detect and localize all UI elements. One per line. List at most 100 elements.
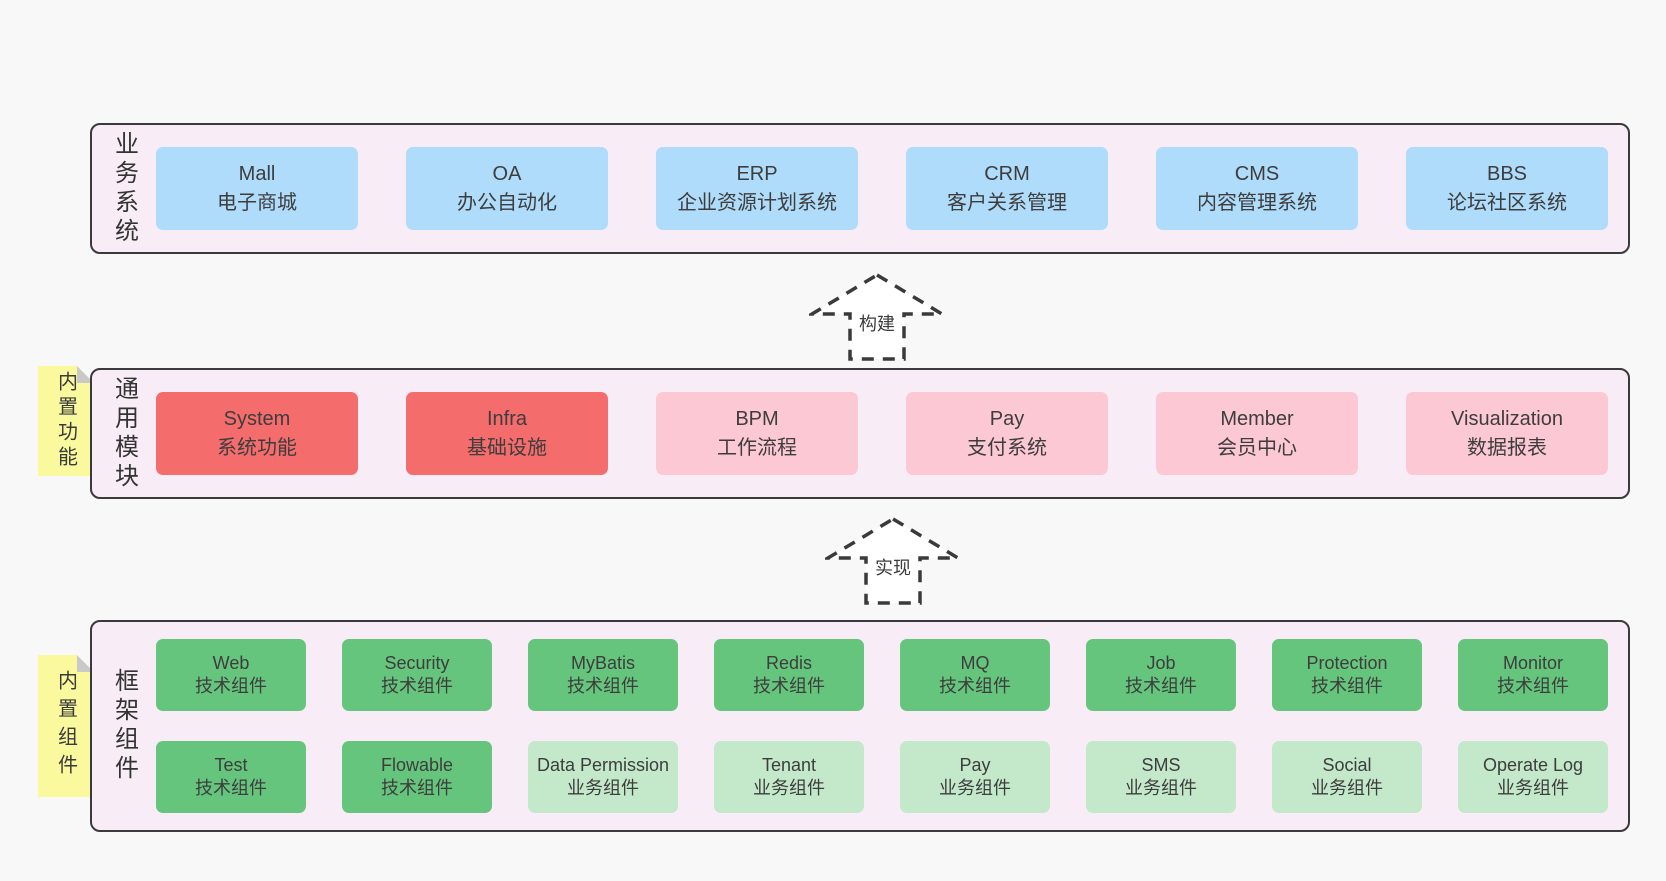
- box-test: Test 技术组件: [156, 741, 306, 813]
- box-subtitle: 内容管理系统: [1197, 191, 1317, 214]
- box-title: Pay: [959, 754, 991, 775]
- box-subtitle: 业务组件: [939, 778, 1011, 798]
- dashed-up-arrow-icon: [825, 516, 961, 605]
- box-title: Operate Log: [1482, 754, 1584, 775]
- box-cms: CMS 内容管理系统: [1156, 147, 1358, 230]
- box-title: OA: [492, 162, 522, 185]
- box-title: Social: [1322, 754, 1372, 775]
- box-pay: Pay 支付系统: [906, 392, 1108, 475]
- box-title: BPM: [735, 407, 779, 430]
- box-subtitle: 技术组件: [939, 676, 1011, 696]
- box-social: Social 业务组件: [1272, 741, 1422, 813]
- box-title: CRM: [984, 162, 1030, 185]
- box-title: MQ: [960, 652, 990, 673]
- box-title: System: [223, 407, 291, 430]
- box-subtitle: 数据报表: [1467, 436, 1547, 459]
- box-subtitle: 工作流程: [717, 436, 797, 459]
- sticky-note-builtin-components: 内置组件: [38, 655, 94, 797]
- box-title: Member: [1220, 407, 1294, 430]
- sticky-note-label: 内置功能: [54, 371, 77, 471]
- box-title: Monitor: [1502, 652, 1564, 673]
- box-security: Security 技术组件: [342, 639, 492, 711]
- box-title: SMS: [1141, 754, 1181, 775]
- box-title: Web: [212, 652, 250, 673]
- box-subtitle: 客户关系管理: [947, 191, 1067, 214]
- component-row: Mall 电子商城 OA 办公自动化 ERP 企业资源计划系统 CRM 客户关系管理 CMS 内容…: [156, 147, 1608, 230]
- box-title: Security: [384, 652, 450, 673]
- layer-label-business-systems: 业务系统: [110, 130, 138, 247]
- box-subtitle: 企业资源计划系统: [677, 191, 837, 214]
- box-title: Visualization: [1451, 407, 1563, 430]
- box-title: BBS: [1486, 162, 1528, 185]
- box-subtitle: 技术组件: [567, 676, 639, 696]
- dashed-up-arrow-icon: [809, 272, 945, 361]
- box-subtitle: 技术组件: [381, 778, 453, 798]
- box-member: Member 会员中心: [1156, 392, 1358, 475]
- box-infra: Infra 基础设施: [406, 392, 608, 475]
- box-subtitle: 业务组件: [1497, 778, 1569, 798]
- box-title: ERP: [736, 162, 778, 185]
- box-erp: ERP 企业资源计划系统: [656, 147, 858, 230]
- box-subtitle: 技术组件: [1311, 676, 1383, 696]
- box-sms: SMS 业务组件: [1086, 741, 1236, 813]
- box-subtitle: 支付系统: [967, 436, 1047, 459]
- box-subtitle: 技术组件: [753, 676, 825, 696]
- box-title: Redis: [765, 652, 813, 673]
- box-tenant: Tenant 业务组件: [714, 741, 864, 813]
- box-job: Job 技术组件: [1086, 639, 1236, 711]
- arrow-build-label: 构建: [859, 314, 895, 335]
- layer-business-systems: 业务系统 Mall 电子商城 OA 办公自动化 ERP 企业资源计划系统 CRM 客户关系管理…: [90, 123, 1630, 254]
- box-subtitle: 技术组件: [195, 778, 267, 798]
- box-subtitle: 业务组件: [1125, 778, 1197, 798]
- box-subtitle: 业务组件: [1311, 778, 1383, 798]
- box-operate-log: Operate Log 业务组件: [1458, 741, 1608, 813]
- box-title: MyBatis: [570, 652, 635, 673]
- layer-business-rows: Mall 电子商城 OA 办公自动化 ERP 企业资源计划系统 CRM 客户关系管理 CMS 内容…: [156, 125, 1628, 252]
- box-subtitle: 技术组件: [1497, 676, 1569, 696]
- box-subtitle: 办公自动化: [457, 191, 557, 214]
- box-title: Pay: [989, 407, 1025, 430]
- box-subtitle: 技术组件: [381, 676, 453, 696]
- box-subtitle: 业务组件: [753, 778, 825, 798]
- box-title: Flowable: [380, 754, 454, 775]
- box-title: Test: [214, 754, 248, 775]
- arrow-build: 构建: [809, 272, 945, 362]
- sticky-note-label: 内置组件: [54, 670, 77, 782]
- box-subtitle: 业务组件: [567, 778, 639, 798]
- layer-label-framework-components: 框架组件: [110, 668, 138, 784]
- box-title: CMS: [1234, 162, 1280, 185]
- box-subtitle: 技术组件: [195, 676, 267, 696]
- arrow-implement-label: 实现: [875, 558, 911, 579]
- box-title: Data Permission: [536, 754, 670, 775]
- box-oa: OA 办公自动化: [406, 147, 608, 230]
- box-subtitle: 电子商城: [217, 191, 297, 214]
- box-title: Mall: [238, 162, 276, 185]
- box-subtitle: 基础设施: [467, 436, 547, 459]
- sticky-note-builtin-functions: 内置功能: [38, 366, 94, 476]
- box-mq: MQ 技术组件: [900, 639, 1050, 711]
- box-pay: Pay 业务组件: [900, 741, 1050, 813]
- arrow-implement: 实现: [825, 516, 961, 606]
- box-subtitle: 会员中心: [1217, 436, 1297, 459]
- layer-label-common-modules: 通用模块: [110, 375, 138, 492]
- box-mybatis: MyBatis 技术组件: [528, 639, 678, 711]
- box-redis: Redis 技术组件: [714, 639, 864, 711]
- box-title: Job: [1146, 652, 1176, 673]
- box-mall: Mall 电子商城: [156, 147, 358, 230]
- box-bpm: BPM 工作流程: [656, 392, 858, 475]
- box-title: Infra: [486, 407, 528, 430]
- box-crm: CRM 客户关系管理: [906, 147, 1108, 230]
- box-subtitle: 技术组件: [1125, 676, 1197, 696]
- box-title: Tenant: [761, 754, 817, 775]
